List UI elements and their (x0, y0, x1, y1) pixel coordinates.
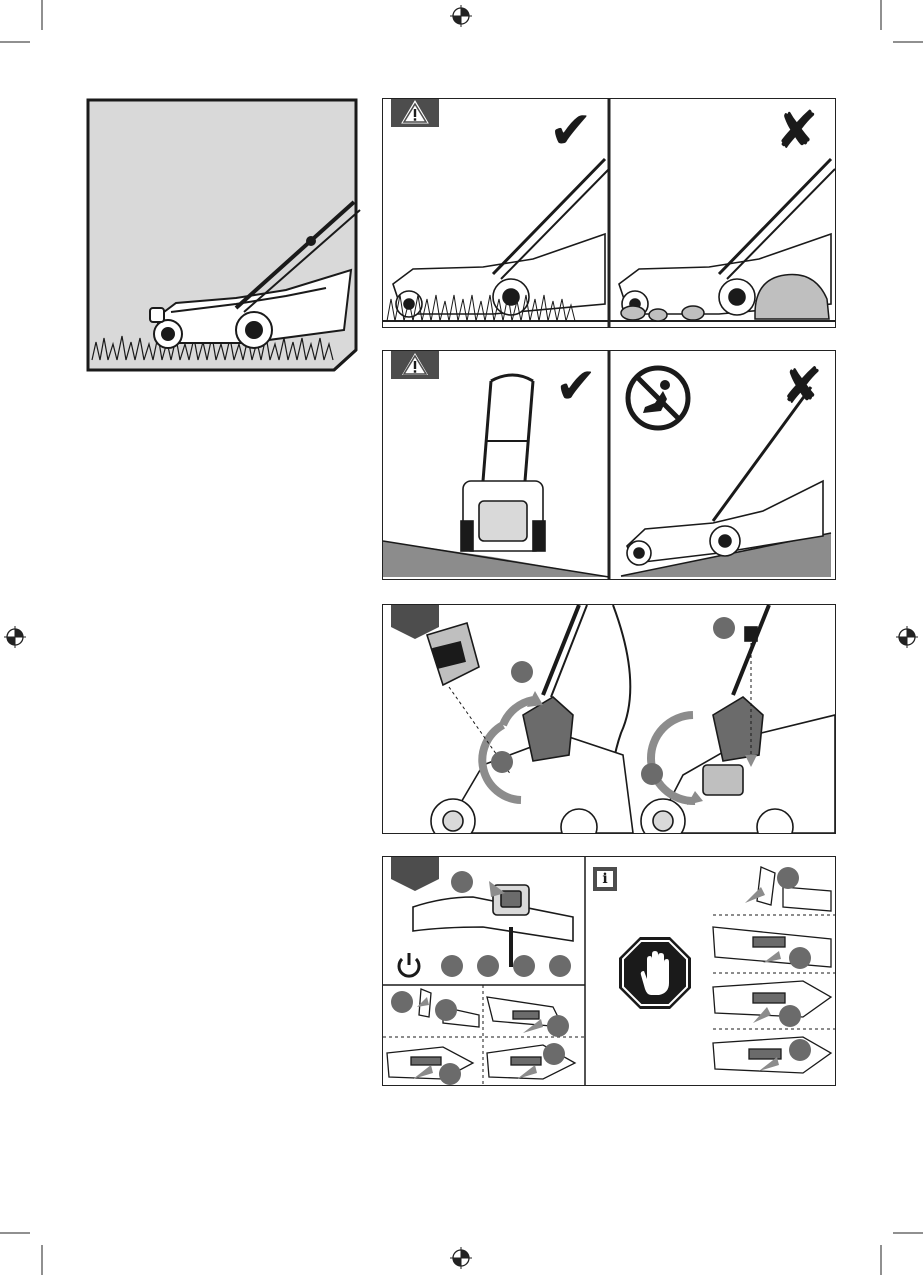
callout-2 (491, 751, 513, 773)
callout-step-2 (477, 955, 499, 977)
info-icon: i (597, 871, 613, 887)
callout-sub-2 (435, 999, 457, 1021)
step-badge (391, 604, 439, 639)
stop-hand-icon (617, 935, 693, 1011)
warning-badge (391, 98, 439, 127)
terrain-illustration (383, 99, 835, 327)
callout-1 (511, 661, 533, 683)
warning-triangle-icon (400, 351, 430, 377)
callout-info-3 (779, 1005, 801, 1027)
info-badge: i (593, 867, 617, 891)
registration-mark-icon (450, 1247, 472, 1269)
cross-icon: ✘ (781, 361, 823, 411)
registration-mark-icon (896, 626, 918, 648)
grass-scene-illustration (86, 98, 362, 372)
terrain-panel: ✔ ✘ (382, 98, 836, 328)
callout-step-4 (549, 955, 571, 977)
callout-sub-1 (391, 991, 413, 1013)
slope-illustration (383, 351, 835, 579)
callout-sub-4 (543, 1043, 565, 1065)
callout-3 (713, 617, 735, 639)
no-riding-on-mower-icon (623, 363, 693, 433)
handle-panel: i (382, 856, 836, 1086)
checkmark-icon: ✔ (555, 361, 597, 411)
warning-badge (391, 350, 439, 379)
warning-triangle-icon (400, 99, 430, 125)
battery-insert-illustration (383, 605, 835, 833)
callout-step-3 (513, 955, 535, 977)
slope-panel: ✔ ✘ (382, 350, 836, 580)
callout-info-2 (789, 947, 811, 969)
registration-mark-icon (4, 626, 26, 648)
checkmark-icon: ✔ (549, 105, 593, 157)
registration-mark-icon (450, 5, 472, 27)
power-icon (399, 953, 419, 976)
callout-sub-5 (439, 1063, 461, 1085)
step-badge (391, 856, 439, 891)
cross-icon: ✘ (775, 105, 819, 157)
callout-4 (641, 763, 663, 785)
callout-sub-3 (547, 1015, 569, 1037)
callout-info-4 (789, 1039, 811, 1061)
callout-a (451, 871, 473, 893)
battery-panel (382, 604, 836, 834)
callout-step-1 (441, 955, 463, 977)
callout-info-1 (777, 867, 799, 889)
